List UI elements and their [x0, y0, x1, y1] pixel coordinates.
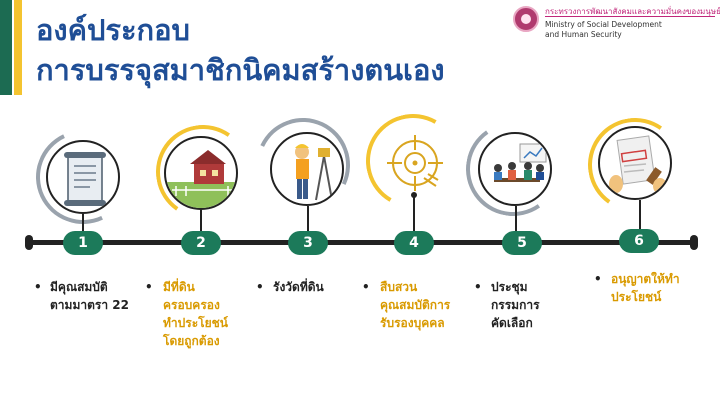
step-5-badge: 5: [502, 231, 542, 255]
step-1-icon-frame: [46, 140, 120, 214]
step-4-label: สืบสวน คุณสมบัติการ รับรองบุคคล: [380, 280, 451, 330]
ministry-name-en-line1: Ministry of Social Development: [545, 20, 662, 29]
page-title-line1: องค์ประกอบ: [36, 13, 190, 47]
step-5-label: ประชุม กรรมการ คัดเลือก: [491, 280, 540, 330]
step-4-badge: 4: [394, 231, 434, 255]
step-2-label: มีที่ดิน ครอบครอง ทำประโยชน์ โดยถูกต้อง: [163, 280, 228, 348]
step-1-bullet: •: [34, 280, 42, 294]
step-6-label: อนุญาตให้ทำ ประโยชน์: [611, 272, 680, 304]
step-6-bullet: •: [594, 272, 602, 286]
timeline-cap-right: [690, 235, 698, 250]
surveyor-icon: [295, 144, 333, 201]
step-1-label: มีคุณสมบัติ ตามมาตรา 22: [50, 280, 129, 312]
target-icon: [387, 135, 443, 191]
step-3-connector: [307, 206, 309, 240]
timeline-line: [30, 240, 695, 245]
approved-stamp-icon: [609, 135, 667, 194]
ministry-logo-icon: [513, 6, 539, 32]
ministry-divider: [545, 16, 715, 17]
timeline-cap-left: [25, 235, 33, 250]
ministry-name-en-line2: and Human Security: [545, 30, 622, 39]
page-title-line2: การบรรจุสมาชิกนิคมสร้างตนเอง: [36, 53, 445, 87]
ministry-name-th: กระทรวงการพัฒนาสังคมและความมั่นคงของมนุษ…: [545, 7, 720, 16]
step-4-bullet: •: [362, 280, 370, 294]
step-5-bullet: •: [474, 280, 482, 294]
step-1-badge: 1: [63, 231, 103, 255]
step-6-connector: [639, 200, 641, 230]
accent-bar-yellow: [14, 0, 22, 95]
step-3-badge: 3: [288, 231, 328, 255]
step-3-bullet: •: [256, 280, 264, 294]
meeting-icon: [494, 143, 547, 182]
step-5-icon-frame: [478, 132, 552, 206]
step-2-icon-frame: [164, 136, 238, 210]
step-6-icon-frame: [598, 126, 672, 200]
scroll-icon: [64, 152, 106, 206]
step-2-bullet: •: [145, 280, 153, 294]
accent-bar-green: [0, 0, 12, 95]
step-1-connector: [82, 214, 84, 240]
step-5-connector: [515, 206, 517, 240]
step-3-icon-frame: [270, 132, 344, 206]
step-4-icon-frame: [378, 126, 452, 200]
step-6-badge: 6: [619, 229, 659, 253]
step-4-connector: [413, 196, 415, 240]
step-4-dot: [411, 192, 417, 198]
step-2-badge: 2: [181, 231, 221, 255]
step-3-label: รังวัดที่ดิน: [273, 280, 324, 294]
step-2-connector: [200, 210, 202, 240]
